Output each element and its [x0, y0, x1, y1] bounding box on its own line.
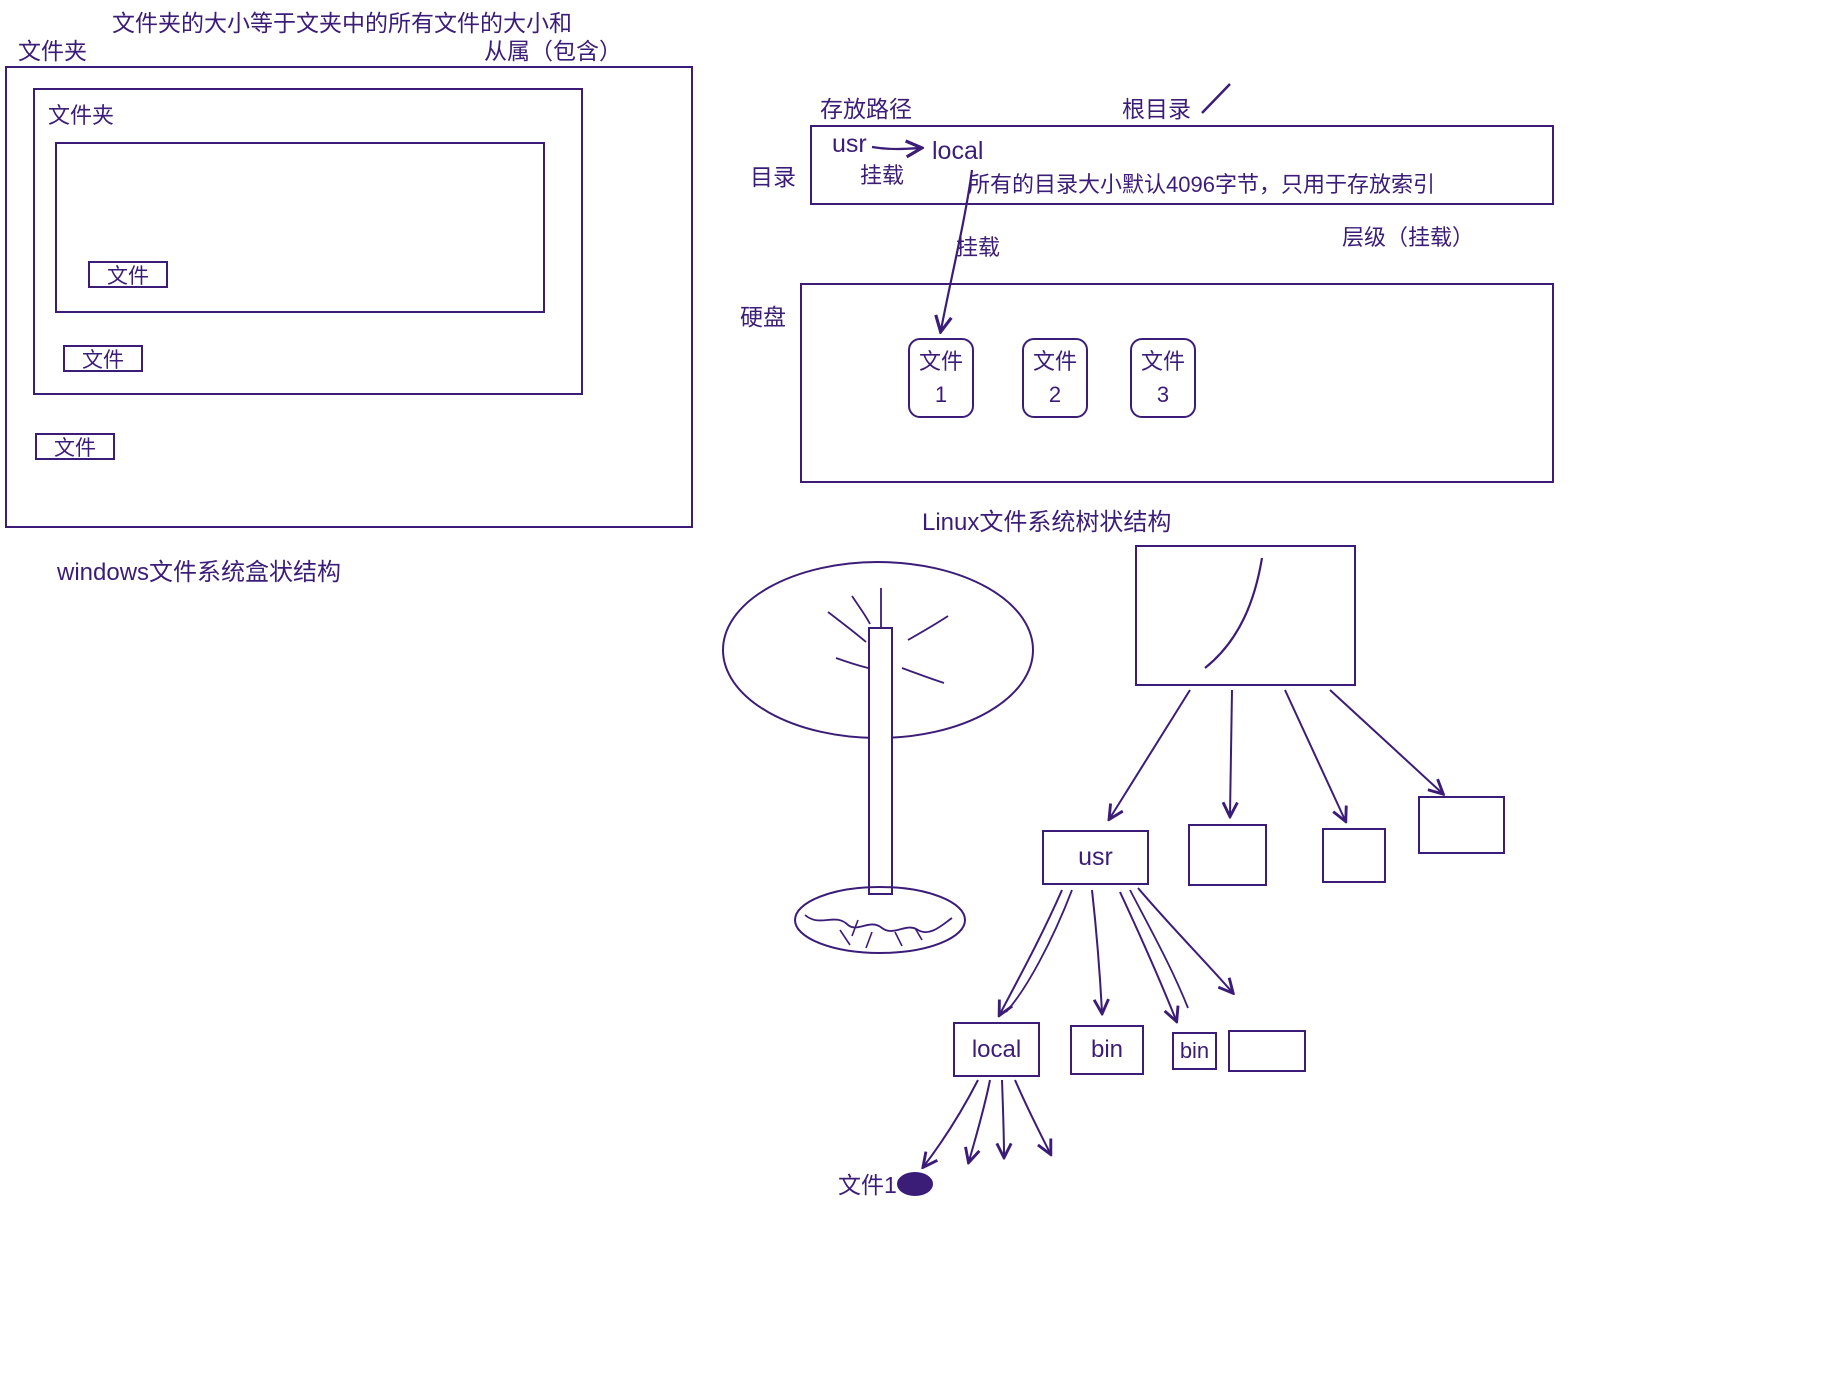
tree-bin-node-1: bin: [1070, 1025, 1144, 1075]
tree-root-node: [1135, 545, 1356, 686]
mount-arrow: [941, 169, 974, 330]
containment-label: 从属（包含）: [484, 38, 622, 64]
tree-roots: [794, 886, 966, 954]
root-node-slash: [1204, 557, 1264, 669]
disk-file-2-line2: 2: [1048, 382, 1062, 407]
root-to-usr-arrow: [1110, 689, 1191, 818]
usr-to-local-tree-arrow: [1000, 889, 1063, 1014]
file-box: 文件: [63, 345, 143, 372]
tree-roots-scribble: [839, 919, 923, 949]
local-child-arrow: [1014, 1079, 1050, 1153]
file-box: 文件: [35, 433, 115, 460]
local-to-file1-arrow: [924, 1079, 979, 1166]
local-path-label: local: [932, 137, 984, 165]
usr-to-bin2-arrow: [1119, 891, 1176, 1020]
hierarchy-label: 层级（挂载）: [1342, 225, 1475, 250]
disk-file-3-line1: 文件: [1140, 349, 1185, 374]
dir-label: 目录: [750, 164, 796, 190]
file-box: 文件: [88, 261, 168, 288]
tree-empty-node: [1322, 828, 1386, 883]
top-note: 文件夹的大小等于文夹中的所有文件的大小和: [112, 10, 572, 36]
outer-folder-label: 文件夹: [18, 38, 87, 64]
root-to-child-arrow: [1230, 689, 1232, 815]
windows-caption: windows文件系统盒状结构: [57, 559, 342, 586]
tree-empty-node: [1228, 1030, 1306, 1072]
tree-roots-scribble: [804, 914, 953, 933]
linux-caption: Linux文件系统树状结构: [922, 509, 1172, 536]
disk-file-2: 文件 2: [1022, 338, 1088, 418]
disk-file-1-line2: 1: [934, 382, 948, 407]
root-slash-stroke: [1201, 83, 1231, 114]
root-to-child-arrow: [1329, 689, 1442, 793]
usr-path-label: usr: [832, 130, 867, 158]
tree-branch-stroke: [851, 595, 871, 625]
tree-branch-stroke: [827, 611, 867, 643]
usr-to-bin-arrow: [1091, 889, 1102, 1012]
disk-file-1: 文件 1: [908, 338, 974, 418]
mount-label-top: 挂载: [860, 163, 905, 188]
usr-to-local-tree-arrow-double: [1005, 889, 1073, 1013]
outer-folder-box: [5, 66, 693, 528]
local-child-arrow: [969, 1079, 991, 1161]
local-child-arrow: [1002, 1079, 1004, 1156]
tree-trunk: [868, 627, 893, 895]
file1-node-ellipse: [897, 1172, 933, 1196]
tree-local-node: local: [953, 1022, 1040, 1077]
usr-to-local-arrow: [871, 147, 920, 149]
root-dir-label: 根目录: [1122, 96, 1191, 122]
usr-to-child-arrow: [1137, 887, 1232, 992]
root-to-child-arrow: [1284, 689, 1345, 820]
mount-label-mid: 挂载: [956, 235, 1001, 260]
file1-label: 文件1: [838, 1172, 897, 1198]
tree-empty-node: [1418, 796, 1505, 854]
path-box: [810, 125, 1554, 205]
disk-file-3: 文件 3: [1130, 338, 1196, 418]
disk-file-2-line1: 文件: [1032, 349, 1077, 374]
tree-branch-stroke: [901, 667, 945, 684]
usr-to-bin2-arrow-double: [1129, 889, 1189, 1009]
inner-folder-box: [55, 142, 545, 313]
dir-size-note: 所有的目录大小默认4096字节，只用于存放索引: [968, 172, 1435, 197]
tree-empty-node: [1188, 824, 1267, 886]
disk-box: [800, 283, 1554, 483]
mid-folder-box: [33, 88, 583, 395]
inner-folder-label: 文件夹: [48, 103, 115, 128]
tree-branch-stroke: [835, 657, 869, 669]
tree-branch-stroke: [907, 615, 949, 641]
tree-usr-node: usr: [1042, 830, 1149, 885]
disk-label: 硬盘: [740, 304, 786, 330]
disk-file-1-line1: 文件: [918, 349, 963, 374]
disk-file-3-line2: 3: [1156, 382, 1170, 407]
path-label: 存放路径: [820, 96, 912, 122]
tree-bin-node-2: bin: [1172, 1032, 1217, 1070]
